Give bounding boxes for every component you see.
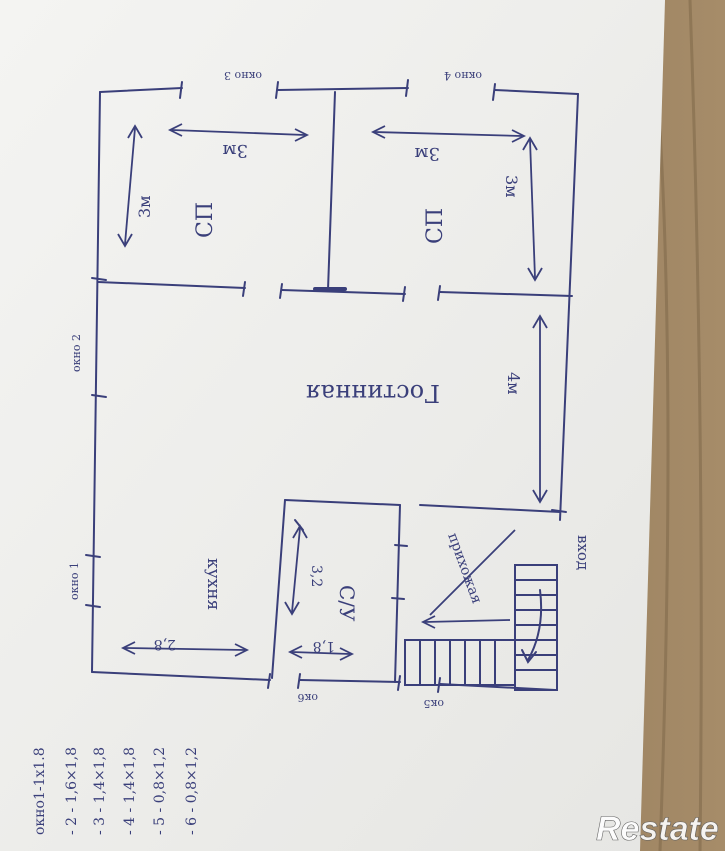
room-label-living: Гостинная [306,379,441,407]
dimension-bedroom-left-width: 3м [223,140,248,161]
room-label-entrance: вход [574,535,592,570]
dimension-arrows [117,123,548,661]
watermark-text: Restate [596,810,719,848]
staircase [514,564,558,691]
dimension-bathroom-length: 3,2 [308,565,324,587]
legend-line-4: - 4 - 1,4×1,8 [122,747,138,835]
legend-line-3: - 3 - 1,4×1,8 [92,747,108,835]
window-label-6: ок6 [298,691,319,704]
dimension-bathroom-width: 1,8 [313,638,335,654]
room-label-bedroom-left: СП [193,202,218,238]
dimension-bedroom-left-length: 3м [135,195,154,218]
legend-line-1: окно1-1х1.8 [32,747,48,835]
room-label-bedroom-right: СП [423,208,448,244]
dimension-bedroom-right-length: 3м [502,175,521,198]
walls [85,79,579,693]
legend-line-5: - 5 - 0,8×1,2 [152,747,168,835]
dimension-living-length: 4м [504,372,523,395]
legend-line-2: - 2 - 1,6×1,8 [64,747,80,835]
legend-line-6: - 6 - 0,8×1,2 [184,747,200,835]
paper-sheet [0,0,665,851]
room-label-bathroom: С/У [335,585,359,622]
dimension-bedroom-right-width: 3м [415,143,440,164]
room-label-kitchen: кухня [203,558,223,610]
window-label-5: ок5 [424,697,445,710]
dimension-kitchen: 2,8 [154,636,176,652]
restate-watermark: Restate [596,810,719,849]
window-label-2: окно 2 [70,334,83,372]
window-label-4: окно 4 [444,69,482,82]
window-label-1: окно 1 [68,562,81,600]
window-label-3: окно 3 [224,69,262,82]
window-size-legend: окно1-1х1.8 - 2 - 1,6×1,8 - 3 - 1,4×1,8 … [32,747,200,835]
